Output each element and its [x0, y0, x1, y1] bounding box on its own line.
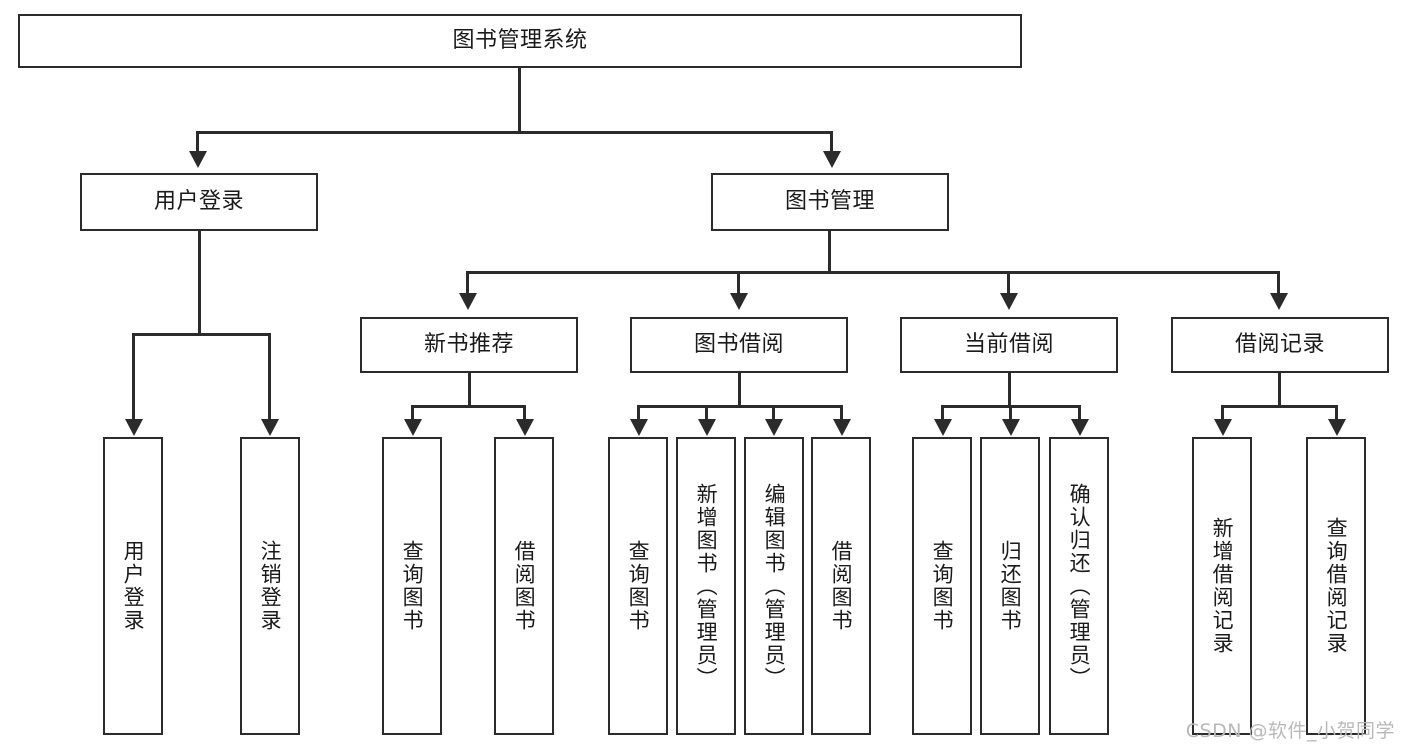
leaf-add-book-admin[interactable]: 新增图书（管理员）: [676, 437, 736, 735]
node-label: 借阅图书: [829, 540, 854, 632]
arrow-leaf-borrow-book-2: [833, 419, 851, 436]
connector-book-borrow-bus: [637, 405, 843, 408]
arrow-book-borrow: [730, 293, 748, 310]
node-label: 查询图书: [930, 540, 955, 632]
node-label: 当前借阅: [963, 331, 1054, 357]
arrow-leaf-logout: [261, 419, 279, 436]
connector-drop-book-management: [830, 131, 833, 153]
leaf-return-book[interactable]: 归还图书: [980, 437, 1040, 735]
connector-new-book-recommend-bus: [411, 405, 526, 408]
arrow-leaf-borrow-book-1: [516, 419, 534, 436]
connector-level2-bus: [196, 131, 833, 134]
connector-drop-leaf-query-book-1: [411, 405, 414, 421]
connector-drop-leaf-logout: [268, 333, 271, 421]
node-label: 借阅图书: [512, 540, 537, 632]
arrow-leaf-add-record: [1214, 419, 1232, 436]
node-label: 借阅记录: [1234, 331, 1325, 357]
arrow-book-management: [823, 151, 841, 168]
node-current-borrow[interactable]: 当前借阅: [900, 317, 1118, 373]
connector-drop-book-borrow: [737, 271, 740, 295]
leaf-query-book-current[interactable]: 查询图书: [912, 437, 972, 735]
arrow-new-book-recommend: [459, 293, 477, 310]
arrow-borrow-record: [1270, 293, 1288, 310]
node-label: 注销登录: [258, 540, 283, 632]
node-label: 新书推荐: [423, 331, 514, 357]
node-label: 图书管理系统: [452, 27, 588, 53]
node-label: 用户登录: [121, 540, 146, 632]
connector-drop-leaf-query-record: [1335, 405, 1338, 421]
connector-drop-leaf-query-book-3: [941, 405, 944, 421]
arrow-leaf-confirm-return: [1071, 419, 1089, 436]
connector-book-management-stem: [828, 231, 831, 273]
leaf-confirm-return-admin[interactable]: 确认归还（管理员）: [1049, 437, 1109, 735]
node-label: 用户登录: [153, 188, 244, 214]
node-root-book-management-system[interactable]: 图书管理系统: [18, 14, 1022, 68]
connector-book-borrow-stem: [738, 373, 741, 407]
node-label: 编辑图书（管理员）: [762, 482, 787, 690]
connector-drop-borrow-record: [1277, 271, 1280, 295]
connector-user-login-stem: [198, 231, 201, 335]
connector-drop-leaf-edit-book: [772, 405, 775, 421]
connector-level3-bus: [466, 271, 1280, 274]
arrow-leaf-user-login: [125, 419, 143, 436]
connector-user-login-bus: [132, 333, 268, 336]
node-user-login[interactable]: 用户登录: [80, 173, 318, 231]
connector-drop-user-login: [196, 131, 199, 153]
node-label: 查询借阅记录: [1324, 517, 1349, 655]
connector-new-book-recommend-stem: [468, 373, 471, 407]
node-label: 确认归还（管理员）: [1067, 482, 1092, 690]
node-label: 查询图书: [400, 540, 425, 632]
connector-root-stem: [518, 68, 521, 131]
node-book-borrow[interactable]: 图书借阅: [630, 317, 848, 373]
leaf-borrow-book-new-recommend[interactable]: 借阅图书: [494, 437, 554, 735]
leaf-query-borrow-record[interactable]: 查询借阅记录: [1306, 437, 1366, 735]
arrow-leaf-query-book-1: [404, 419, 422, 436]
leaf-query-book-borrow[interactable]: 查询图书: [608, 437, 668, 735]
leaf-query-book-new-recommend[interactable]: 查询图书: [382, 437, 442, 735]
connector-current-borrow-stem: [1008, 373, 1011, 407]
connector-drop-leaf-borrow-book-2: [840, 405, 843, 421]
node-label: 新增借阅记录: [1210, 517, 1235, 655]
connector-drop-leaf-add-book: [705, 405, 708, 421]
node-borrow-record[interactable]: 借阅记录: [1171, 317, 1389, 373]
arrow-leaf-query-record: [1328, 419, 1346, 436]
arrow-leaf-edit-book: [765, 419, 783, 436]
leaf-add-borrow-record[interactable]: 新增借阅记录: [1192, 437, 1252, 735]
arrow-leaf-add-book: [698, 419, 716, 436]
csdn-watermark: CSDN @软件_小贺同学: [1185, 720, 1395, 742]
node-label: 归还图书: [998, 540, 1023, 632]
arrow-current-borrow: [1000, 293, 1018, 310]
arrow-leaf-return-book: [1002, 419, 1020, 436]
connector-borrow-record-bus: [1221, 405, 1338, 408]
node-label: 图书借阅: [693, 331, 784, 357]
arrow-leaf-query-book-2: [630, 419, 648, 436]
node-label: 查询图书: [626, 540, 651, 632]
connector-drop-current-borrow: [1007, 271, 1010, 295]
leaf-logout-login[interactable]: 注销登录: [240, 437, 300, 735]
connector-drop-new-book-recommend: [466, 271, 469, 295]
leaf-user-login[interactable]: 用户登录: [103, 437, 163, 735]
connector-drop-leaf-query-book-2: [637, 405, 640, 421]
connector-drop-leaf-return-book: [1009, 405, 1012, 421]
leaf-edit-book-admin[interactable]: 编辑图书（管理员）: [744, 437, 804, 735]
node-new-book-recommend[interactable]: 新书推荐: [360, 317, 578, 373]
node-label: 图书管理: [784, 188, 875, 214]
node-book-management[interactable]: 图书管理: [711, 173, 949, 231]
connector-drop-leaf-borrow-book-1: [523, 405, 526, 421]
connector-borrow-record-stem: [1278, 373, 1281, 407]
connector-drop-leaf-confirm-return: [1078, 405, 1081, 421]
connector-drop-leaf-user-login: [132, 333, 135, 421]
leaf-borrow-book-borrow[interactable]: 借阅图书: [811, 437, 871, 735]
arrow-user-login: [189, 151, 207, 168]
arrow-leaf-query-book-3: [934, 419, 952, 436]
connector-drop-leaf-add-record: [1221, 405, 1224, 421]
node-label: 新增图书（管理员）: [694, 482, 719, 690]
